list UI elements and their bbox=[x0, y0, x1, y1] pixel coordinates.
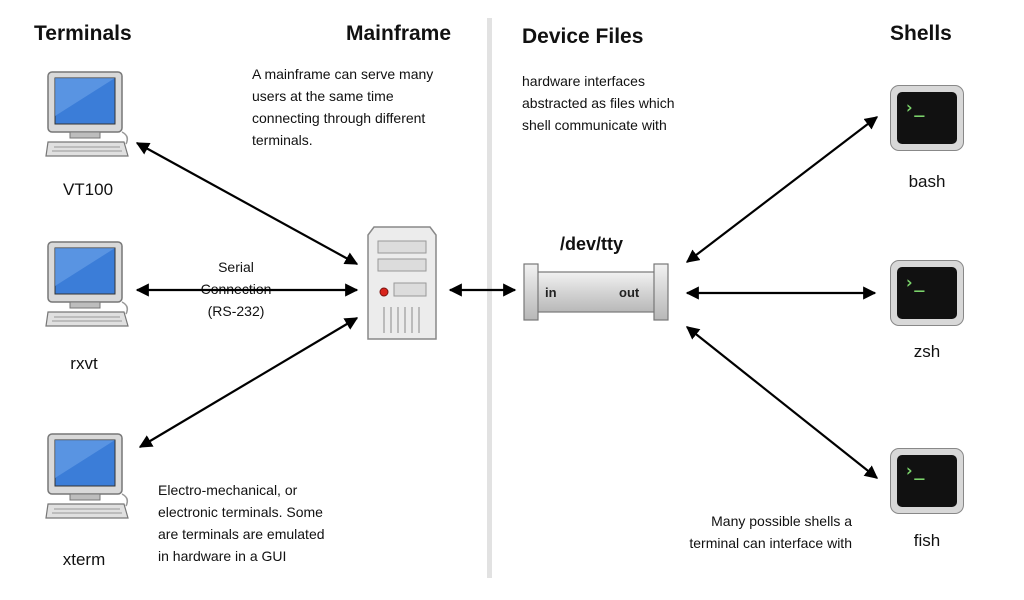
device-files-heading: Device Files bbox=[522, 25, 644, 48]
shell-label-fish: fish bbox=[913, 531, 941, 550]
computer-monitor-icon bbox=[45, 241, 129, 327]
shells-note-line: terminal can interface with bbox=[689, 535, 852, 551]
device-note-line: shell communicate with bbox=[522, 117, 667, 133]
server-tower-icon bbox=[367, 226, 437, 340]
shells-note-line: Many possible shells a bbox=[711, 513, 852, 529]
mainframe-heading: Mainframe bbox=[346, 22, 452, 45]
tty-label: /dev/tty bbox=[560, 234, 624, 254]
terminal-label-xterm: xterm bbox=[62, 550, 106, 569]
arrow-tty-fish bbox=[685, 326, 879, 479]
terminals-heading: Terminals bbox=[34, 22, 132, 45]
terminal-prompt-icon: ›_ bbox=[890, 85, 964, 151]
terminals-note-line: electronic terminals. Some bbox=[158, 504, 323, 520]
terminal-prompt-icon: ›_ bbox=[890, 448, 964, 514]
arrow-xterm-mainframe bbox=[138, 317, 359, 448]
arrow-vt100-mainframe bbox=[135, 142, 359, 265]
terminals-note-line: in hardware in a GUI bbox=[158, 548, 287, 564]
tty-in-label: in bbox=[545, 285, 557, 300]
arrow-tty-bash bbox=[685, 116, 879, 263]
terminal-label-rxvt: rxvt bbox=[70, 354, 98, 373]
zsh-prompt: ›_ bbox=[897, 267, 957, 319]
computer-monitor-icon bbox=[45, 433, 129, 519]
fish-prompt: ›_ bbox=[897, 455, 957, 507]
computer-monitor-icon bbox=[45, 71, 129, 157]
shells-heading: Shells bbox=[890, 22, 952, 45]
mainframe-note-line: A mainframe can serve many bbox=[252, 66, 434, 82]
terminals-note: Electro-mechanical, or electronic termin… bbox=[158, 479, 325, 567]
terminal-label-vt100: VT100 bbox=[62, 180, 114, 199]
shell-label-bash: bash bbox=[908, 172, 946, 191]
device-files-note: hardware interfaces abstracted as files … bbox=[522, 70, 675, 136]
tty-pipe-icon bbox=[523, 263, 669, 321]
serial-line: (RS-232) bbox=[207, 303, 265, 319]
bash-prompt: ›_ bbox=[897, 92, 957, 144]
shells-note: Many possible shells a terminal can inte… bbox=[660, 510, 852, 554]
device-note-line: abstracted as files which bbox=[522, 95, 675, 111]
section-divider bbox=[487, 18, 492, 578]
mainframe-note-line: connecting through different bbox=[252, 110, 426, 126]
mainframe-note-line: users at the same time bbox=[252, 88, 394, 104]
terminals-note-line: Electro-mechanical, or bbox=[158, 482, 298, 498]
tty-out-label: out bbox=[619, 285, 640, 300]
shell-label-zsh: zsh bbox=[913, 342, 941, 361]
terminal-prompt-icon: ›_ bbox=[890, 260, 964, 326]
terminals-note-line: are terminals are emulated bbox=[158, 526, 325, 542]
device-note-line: hardware interfaces bbox=[522, 73, 645, 89]
